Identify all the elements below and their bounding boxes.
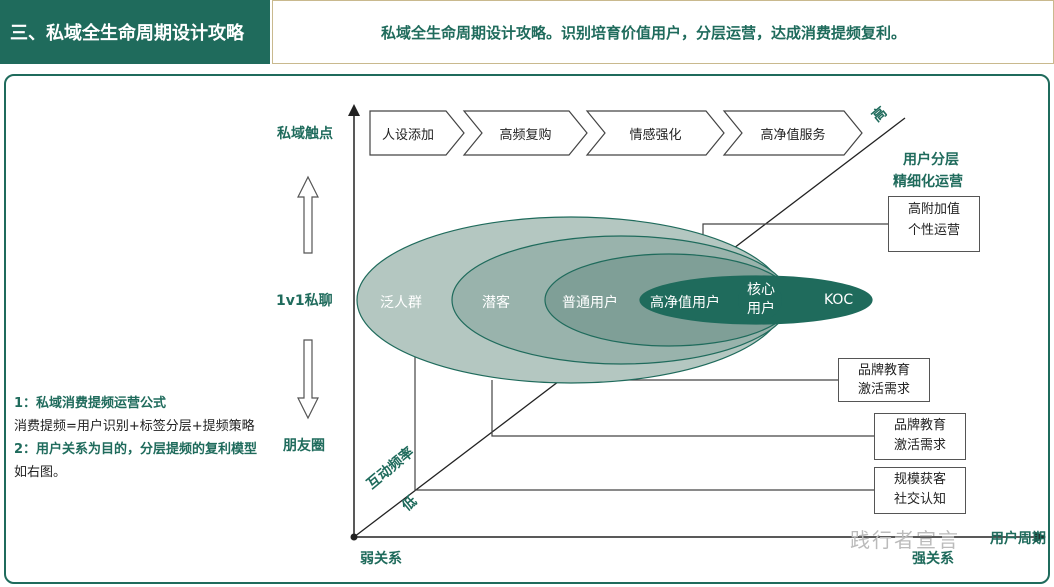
strategy-box-high-value-line1: 高附加值	[907, 202, 960, 217]
chevron-step-2	[462, 110, 588, 156]
x-axis-right-label: 强关系	[912, 551, 954, 567]
strategy-box-normal-line2: 激活需求	[857, 382, 910, 397]
down-arrow-icon	[297, 339, 319, 420]
strategy-box-potential-line2: 激活需求	[893, 438, 946, 453]
right-title-line2: 精细化运营	[893, 174, 963, 190]
strategy-box-normal: 品牌教育 激活需求	[838, 358, 930, 402]
chevron-steps	[369, 110, 863, 156]
up-arrow-icon	[297, 175, 319, 254]
x-axis-cycle-label: 用户周期	[990, 531, 1046, 547]
strategy-box-high-value-line2: 个性运营	[907, 223, 960, 238]
connector-box-4	[414, 352, 874, 491]
strategy-box-high-value: 高附加值 个性运营	[888, 196, 980, 252]
note-heading-1: 1：私域消费提频运营公式	[14, 396, 167, 411]
chevron-step-4	[722, 110, 863, 156]
strategy-box-normal-line1: 品牌教育	[857, 363, 910, 378]
strategy-box-general-line1: 规模获客	[893, 472, 946, 487]
ellipse-core-label: 核心用户	[747, 282, 775, 317]
ellipse-core	[738, 280, 782, 320]
chevron-step-3-label: 情感强化	[629, 128, 682, 143]
note-text-2: 如右图。	[14, 465, 67, 480]
formula-notes: 1：私域消费提频运营公式 消费提频=用户识别+标签分层+提频策略 2：用户关系为…	[14, 392, 264, 484]
ellipse-high-value-label: 高净值用户	[650, 295, 720, 311]
ellipse-koc-label: KOC	[824, 292, 854, 308]
y-axis-middle-label: 1v1私聊	[276, 293, 333, 309]
ellipse-potential-label: 潜客	[482, 295, 510, 311]
y-axis-bottom-label: 朋友圈	[283, 438, 325, 454]
note-text-1: 消费提频=用户识别+标签分层+提频策略	[14, 419, 255, 434]
strategy-box-potential: 品牌教育 激活需求	[874, 413, 966, 460]
chevron-step-4-label: 高净值服务	[760, 128, 826, 143]
right-title-line1: 用户分层	[903, 152, 959, 168]
page-title: 三、私域全生命周期设计攻略	[0, 0, 270, 64]
y-axis-top-label: 私域触点	[277, 126, 333, 142]
note-heading-2: 2：用户关系为目的，分层提频的复利模型	[14, 442, 258, 457]
ellipse-general-label: 泛人群	[380, 295, 422, 311]
content-frame	[4, 74, 1050, 584]
chevron-step-1-label: 人设添加	[381, 128, 434, 143]
strategy-box-general-line2: 社交认知	[893, 492, 946, 507]
strategy-box-general: 规模获客 社交认知	[874, 467, 966, 514]
chevron-step-1	[369, 110, 465, 156]
ellipse-normal-label: 普通用户	[562, 295, 618, 311]
connector-box-3	[491, 380, 874, 437]
watermark: 践行者宣言	[850, 528, 960, 552]
strategy-box-potential-line1: 品牌教育	[893, 418, 946, 433]
chevron-step-2-label: 高频复购	[499, 128, 552, 143]
chevron-step-3	[585, 110, 725, 156]
x-axis-left-label: 弱关系	[360, 551, 402, 567]
